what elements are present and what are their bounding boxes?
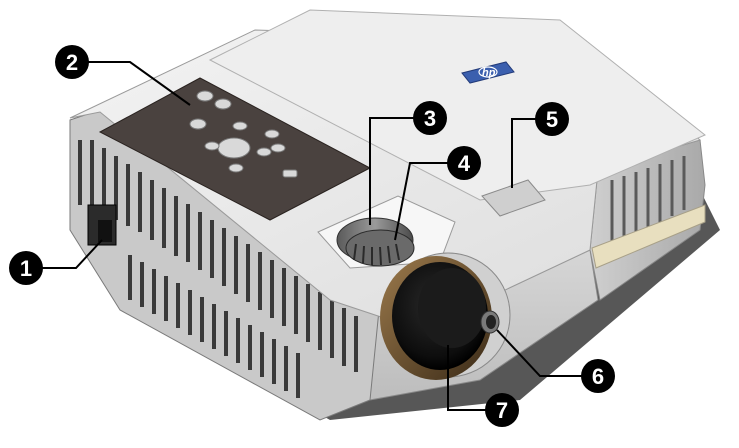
leader-7 (447, 345, 496, 411)
side-trim-stripe (591, 204, 706, 269)
button-nav-down (228, 163, 244, 173)
top-raised-panel (208, 9, 706, 201)
leader-3 (369, 117, 425, 225)
callout-7: 7 (485, 393, 519, 427)
video-port-inner (98, 220, 112, 242)
button-right-lower (270, 143, 286, 153)
callout-3: 3 (413, 101, 447, 135)
control-buttons (189, 90, 298, 178)
callout-4: 4 (447, 146, 481, 180)
button-nav-right (256, 147, 272, 157)
callout-6-label: 6 (592, 364, 604, 389)
leader-6 (496, 329, 590, 377)
callout-2: 2 (55, 45, 89, 79)
lower-vents (128, 255, 300, 398)
lens (380, 256, 492, 380)
callout-5-label: 5 (546, 107, 558, 132)
callout-1-label: 1 (20, 256, 32, 281)
left-side-vents (78, 140, 358, 372)
button-nav-center (217, 137, 251, 159)
callout-4-label: 4 (458, 151, 471, 176)
button-left-upper (189, 118, 207, 130)
leader-4 (394, 162, 460, 241)
leader-1 (36, 239, 103, 269)
button-top-left (196, 90, 214, 102)
zoom-focus-ring (336, 217, 415, 267)
callout-7-label: 7 (496, 398, 508, 423)
power-indicator (282, 169, 298, 178)
callout-1: 1 (9, 251, 43, 285)
ir-receiver (480, 310, 500, 334)
button-top-right (214, 98, 232, 110)
callout-6: 6 (581, 359, 615, 393)
callout-2-label: 2 (66, 50, 78, 75)
callout-3-label: 3 (424, 106, 436, 131)
leader-2 (80, 61, 191, 106)
button-nav-up (232, 121, 248, 131)
hp-logo: hp (461, 61, 515, 84)
hp-logo-text: hp (482, 67, 496, 79)
button-right-upper (264, 129, 280, 139)
right-side-vents (610, 156, 686, 245)
callout-5: 5 (535, 102, 569, 136)
button-nav-left (204, 141, 220, 151)
